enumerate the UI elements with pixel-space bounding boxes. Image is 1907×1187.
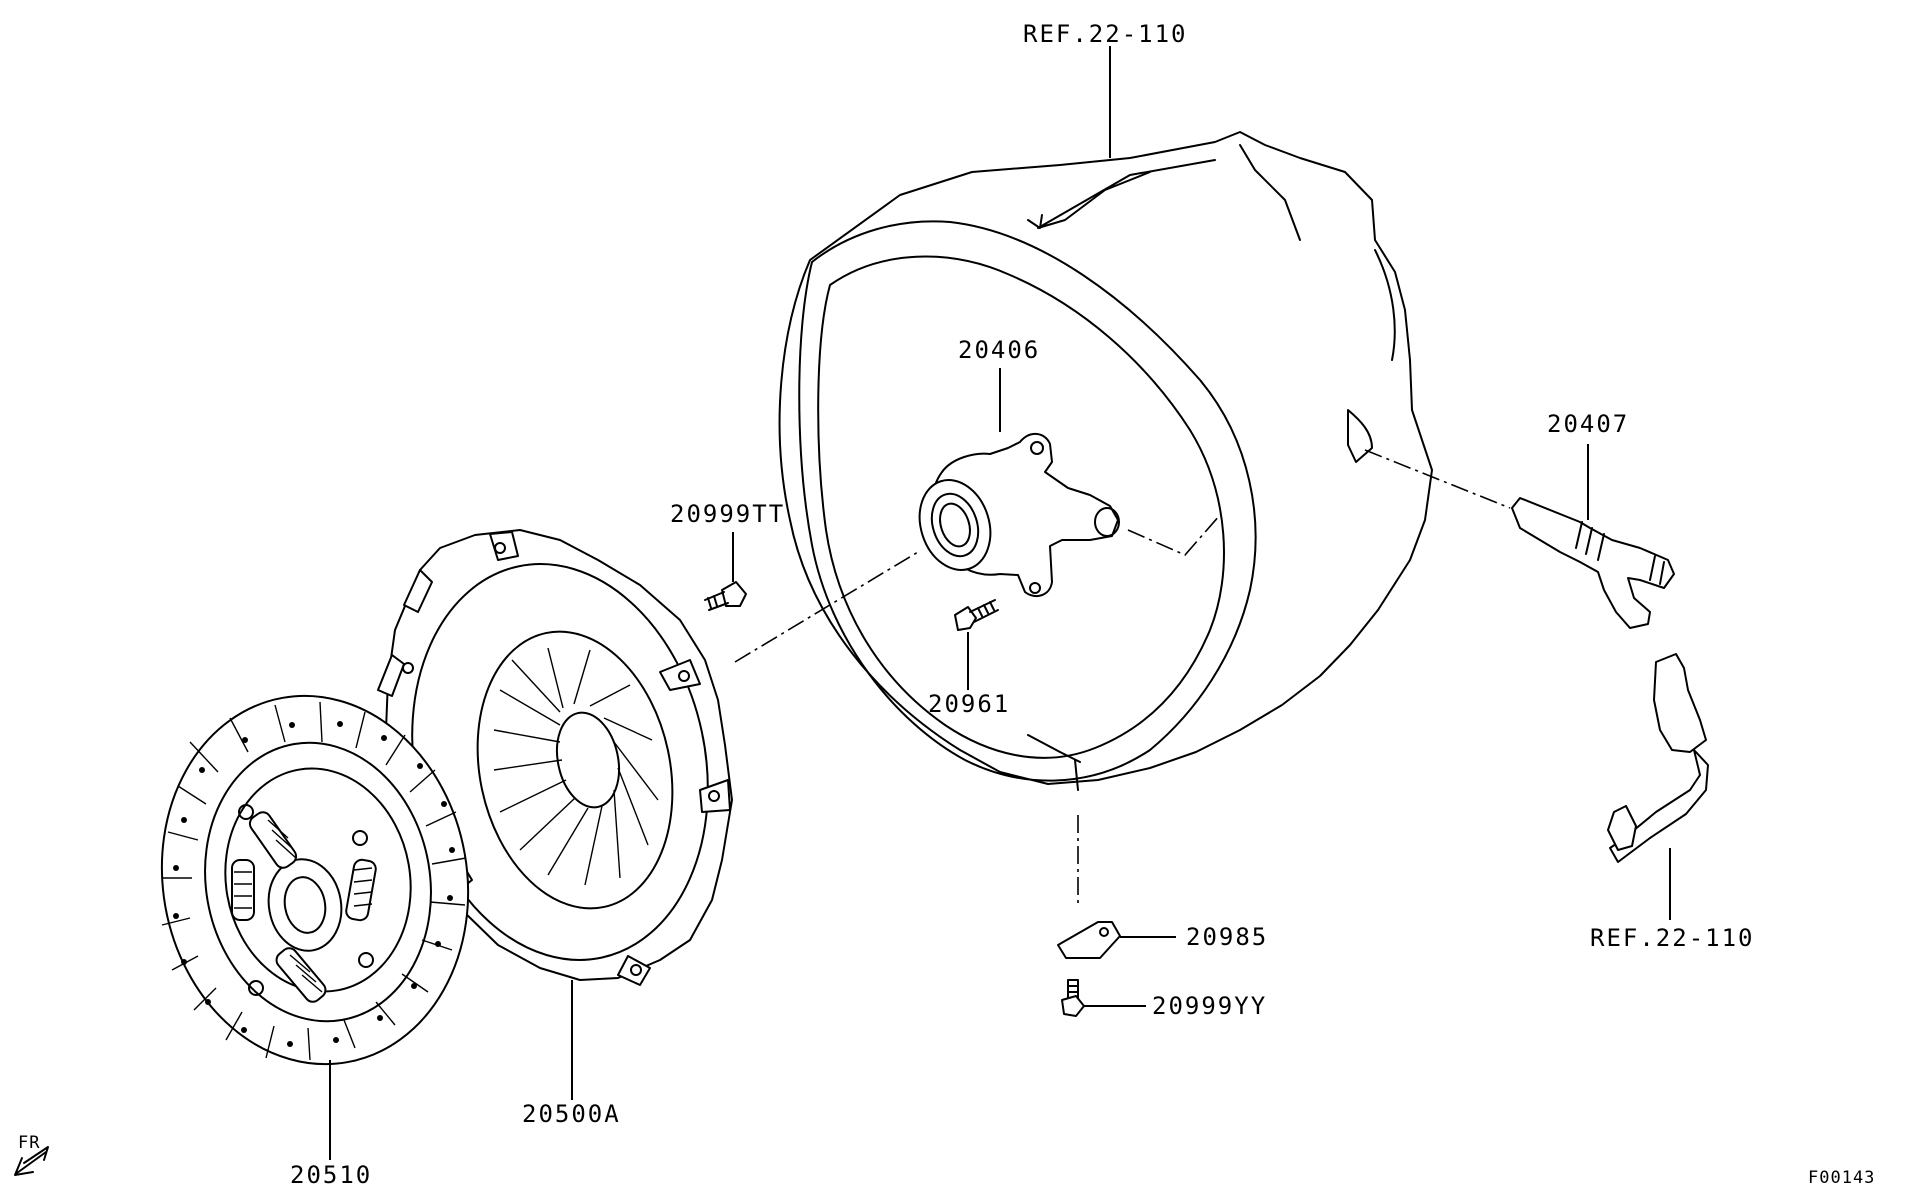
leader-lines [329,46,1671,1160]
label-front: FR [18,1133,40,1153]
clutch-cover-hole-4 [708,790,720,802]
housing-right-lobe [1347,249,1396,463]
slave-cylinder-mount-hole [1030,441,1044,455]
housing-lower-boss [1027,734,1081,791]
bolt-20999yy-shank [1067,979,1079,999]
clutch-disc [160,694,470,1066]
slave-cylinder-mount-hole-lower [1029,582,1041,594]
label-20510: 20510 [290,1161,372,1187]
bracket-20985-hole [1099,927,1109,937]
label-20985: 20985 [1186,923,1268,951]
bracket-20985 [1057,921,1121,959]
bolt-20999tt-shank [704,591,729,611]
clutch-disc-rivet-2 [352,830,368,846]
transmission-housing [778,131,1433,791]
clutch-disc-rivet-3 [358,952,374,968]
clutch-disc-rivet-4 [248,980,264,996]
clutch-disc-hub [267,858,343,952]
clutch-pipe-tube [1609,749,1709,863]
clutch-line-20407-body [1511,497,1675,629]
axis-centerline-line [1364,449,1511,509]
clutch-disc-spring-1 [248,811,298,869]
bolt-20999yy [1061,979,1085,1017]
bolt-20961-head [954,606,977,631]
housing-outline [778,131,1433,785]
housing-top-ridge [1037,144,1301,241]
part-labels: REF.22-110 20406 20407 20999TT 20961 209… [18,20,1875,1187]
clutch-cover-hole-3 [678,670,690,682]
label-20999yy: 20999YY [1152,992,1267,1020]
label-20407: 20407 [1547,410,1629,438]
clutch-line-20407-rings [1575,521,1665,585]
housing-notch [1027,214,1043,229]
slave-cylinder-bearing [918,479,992,571]
label-20406: 20406 [958,336,1040,364]
bolt-20999yy-head [1061,995,1085,1017]
label-20999tt: 20999TT [670,500,785,528]
clutch-cover-hole-5 [630,964,642,976]
bolt-20999tt [704,581,747,611]
clutch-disc-spring-3 [275,947,327,1003]
clutch-cover-hub [556,711,620,809]
label-20961: 20961 [928,690,1010,718]
clutch-disc-friction-inner [204,741,432,1023]
clutch-cover-hole-1 [402,662,414,674]
slave-cylinder [918,433,1120,598]
clutch-pipe-fitting-lower [1607,805,1637,851]
clutch-pipe [1607,653,1709,863]
slave-cylinder-bearing-inner [930,492,980,558]
bolt-20961 [954,599,999,631]
clutch-cover-diaphragm [476,630,674,910]
label-20500a: 20500A [522,1100,621,1128]
clutch-disc-spring-coils [234,819,373,993]
housing-bell-face-inner [817,255,1225,759]
clutch-disc-rivets-outer [173,721,455,1047]
label-figure-code: F00143 [1808,1168,1875,1187]
front-arrow-icon [14,1146,49,1176]
axis-centerline-left [734,551,919,663]
clutch-disc-rivet-1 [238,804,254,820]
bolt-20999tt-head [721,581,747,607]
clutch-pipe-fitting-upper [1653,653,1707,753]
clutch-disc-hub-plate [224,767,412,993]
bolt-20961-shank [969,599,999,623]
housing-bell-face [798,220,1257,782]
label-ref-top: REF.22-110 [1023,20,1188,48]
clutch-disc-segments [161,701,467,1061]
clutch-disc-spring-4 [231,859,255,921]
label-ref-right: REF.22-110 [1590,924,1755,952]
slave-cylinder-bearing-bore [939,502,971,548]
bracket-20985-plate [1057,921,1121,959]
front-arrow [14,1146,49,1176]
clutch-cover [377,529,733,986]
clutch-disc-hub-bore [283,876,327,934]
axis-centerline-right [1127,514,1221,556]
clutch-cover-fingers [493,647,659,886]
slave-cylinder-port [1094,507,1120,537]
clutch-line-20407 [1511,497,1675,629]
clutch-cover-hole-2 [494,542,506,554]
